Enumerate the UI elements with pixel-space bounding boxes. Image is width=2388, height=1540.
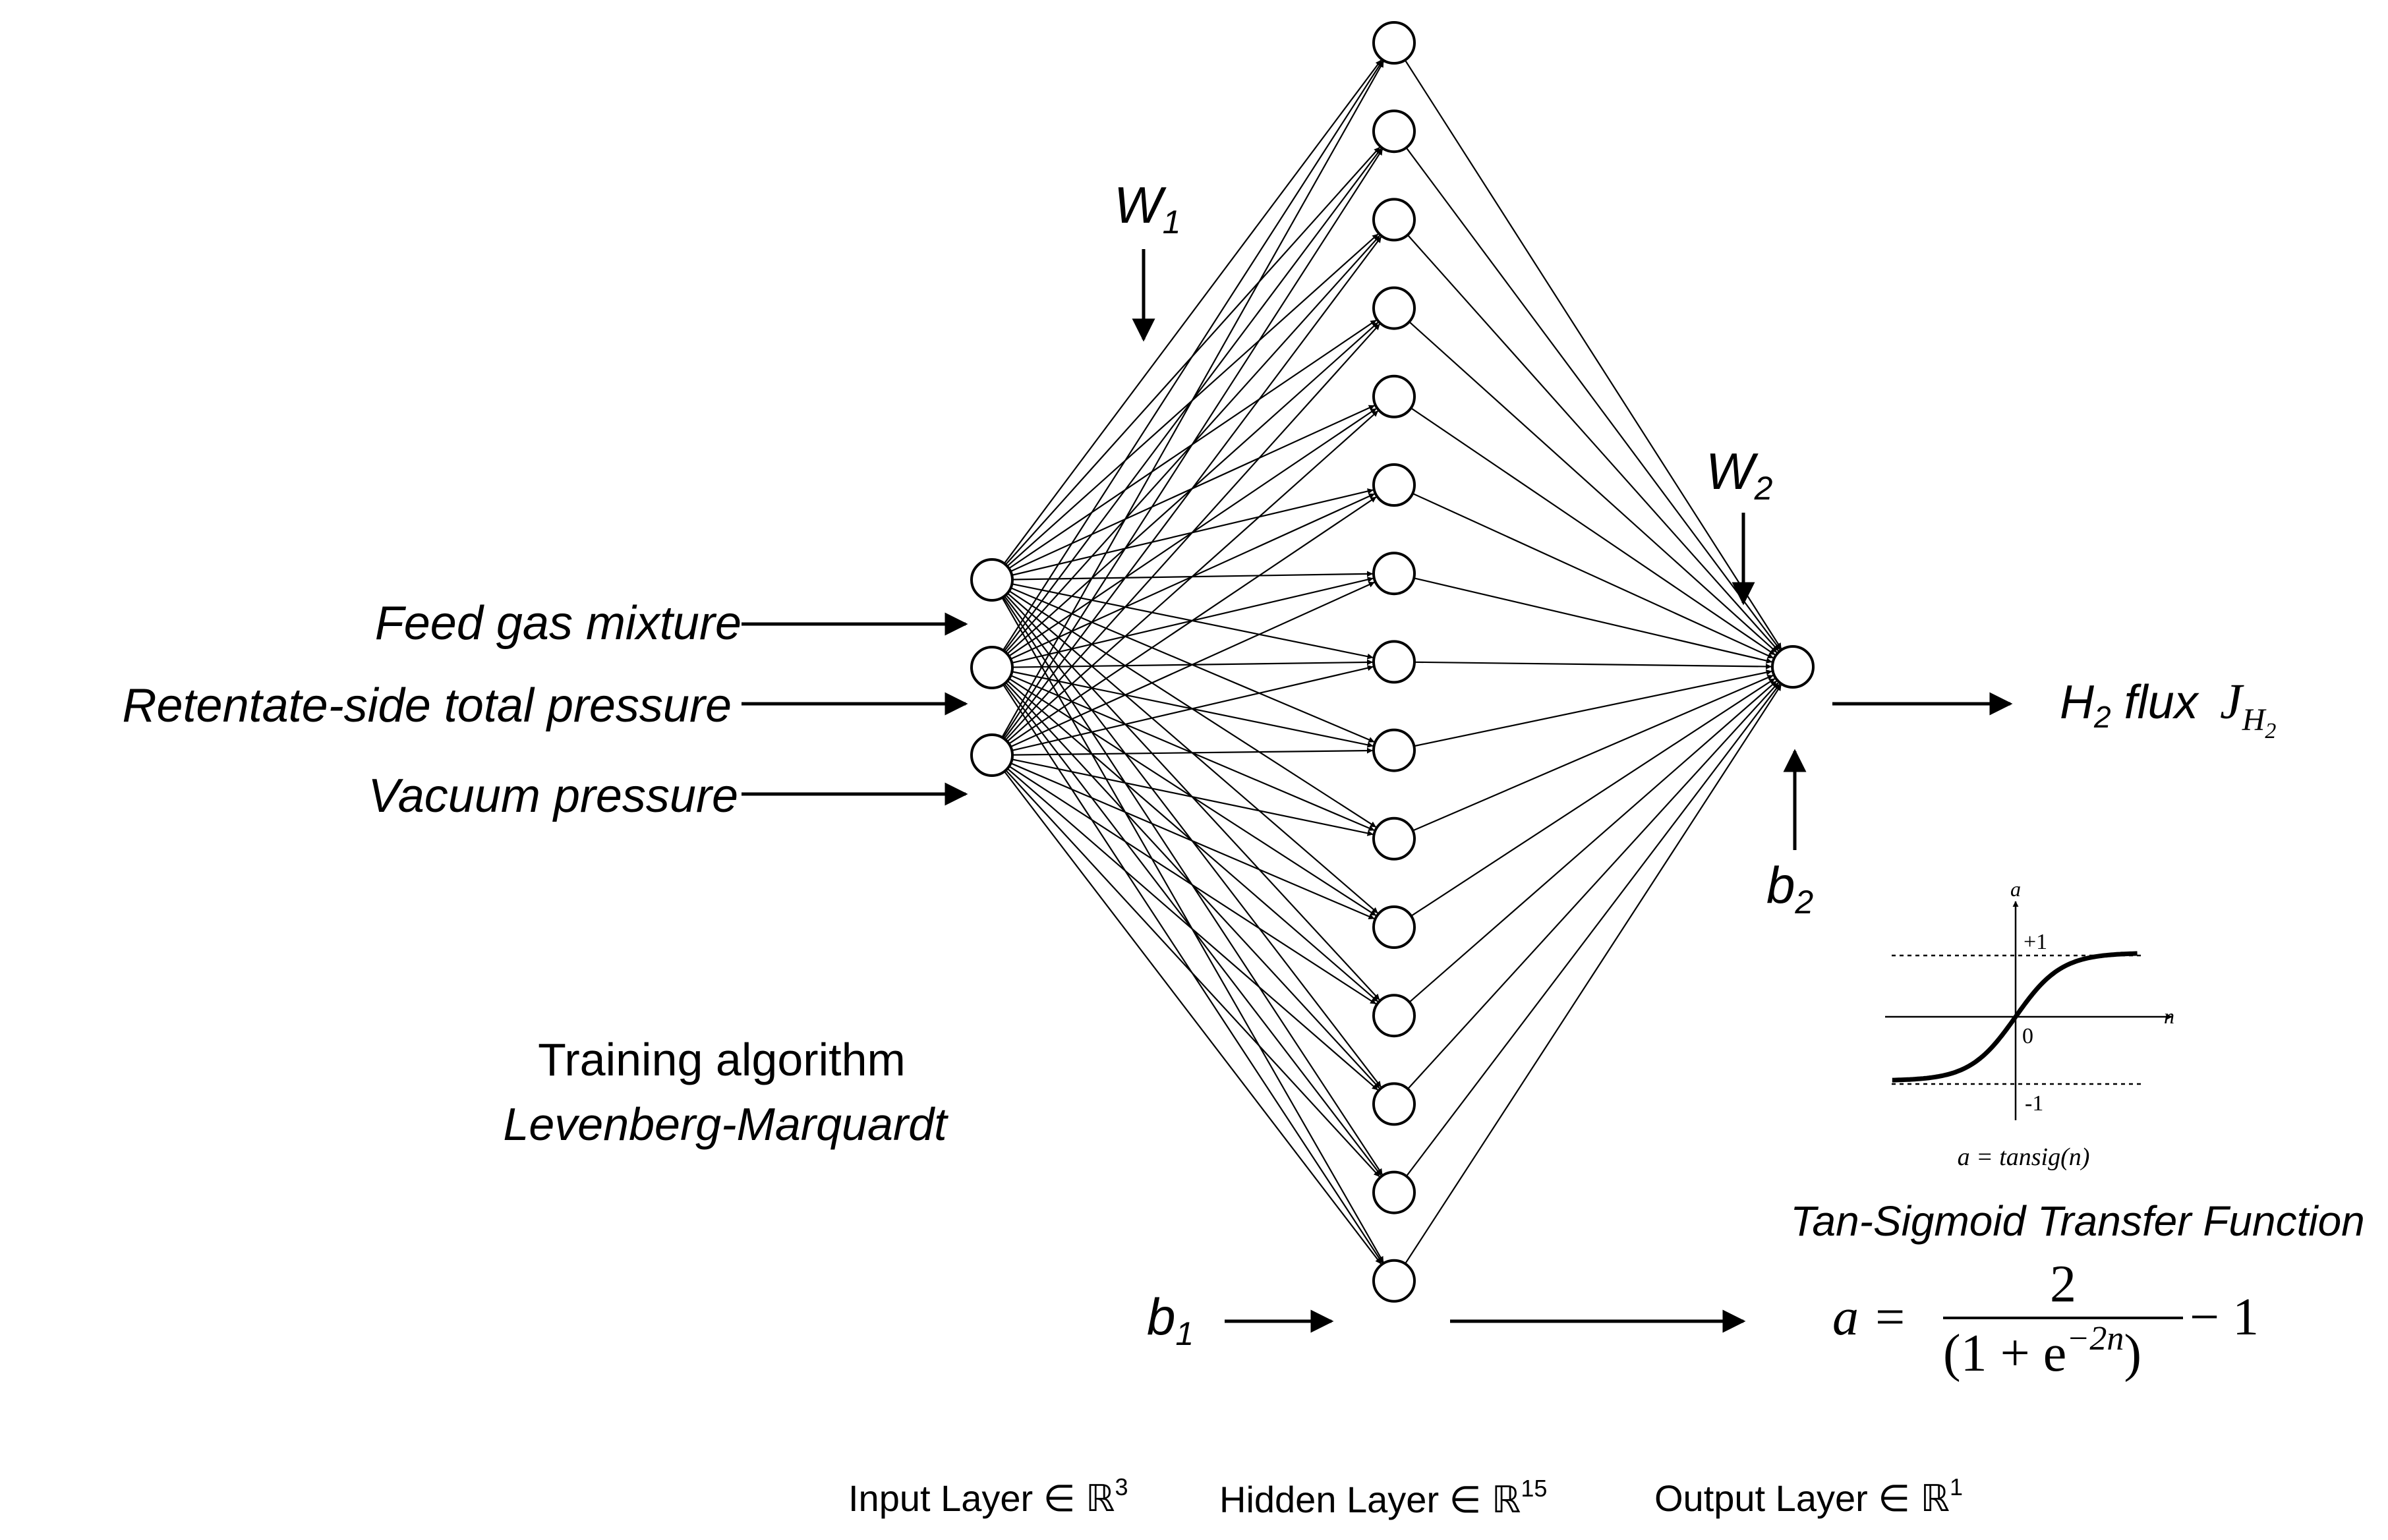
formula-denominator: (1 + e−2n) bbox=[1943, 1320, 2141, 1383]
connection-input-3-hidden-7 bbox=[1010, 581, 1375, 748]
hidden-node-6 bbox=[1372, 463, 1416, 507]
hidden-node-7 bbox=[1372, 552, 1416, 596]
hidden-node-8 bbox=[1372, 640, 1416, 684]
hidden-node-12 bbox=[1372, 994, 1416, 1038]
connection-input-1-hidden-1 bbox=[1003, 59, 1382, 564]
input-label-retentate-pressure: Retentate-side total pressure bbox=[122, 679, 732, 732]
connection-hidden-6-output-1 bbox=[1412, 492, 1774, 659]
transfer-function-title: Tan-Sigmoid Transfer Function bbox=[1790, 1197, 2365, 1245]
connection-input-3-hidden-10 bbox=[1012, 758, 1374, 836]
connection-hidden-3-output-1 bbox=[1407, 234, 1779, 652]
output-label: H2 flux bbox=[2060, 676, 2200, 734]
hidden-node-14 bbox=[1372, 1170, 1416, 1214]
weight-w2-label: W2 bbox=[1706, 442, 1773, 507]
connection-input-3-hidden-9 bbox=[1012, 747, 1373, 756]
connection-input-3-hidden-11 bbox=[1010, 762, 1375, 920]
connection-hidden-10-output-1 bbox=[1412, 675, 1774, 832]
hidden-node-5 bbox=[1372, 374, 1416, 418]
training-title: Training algorithm bbox=[538, 1034, 906, 1085]
bias-b1-label: b1 bbox=[1147, 1288, 1194, 1352]
formula-numerator: 2 bbox=[2050, 1255, 2076, 1313]
connection-hidden-5-output-1 bbox=[1411, 407, 1776, 656]
connection-input-3-hidden-4 bbox=[1005, 324, 1380, 741]
input-node-2 bbox=[970, 646, 1014, 689]
connection-lines bbox=[1001, 59, 1782, 1265]
connection-input-3-hidden-15 bbox=[1003, 770, 1382, 1265]
hidden-node-13 bbox=[1372, 1082, 1416, 1126]
tansig-x-axis-label: n bbox=[2164, 1004, 2174, 1028]
formula-minus-one: − 1 bbox=[2190, 1288, 2259, 1346]
formula-lhs: a = bbox=[1832, 1288, 1907, 1346]
connection-hidden-11-output-1 bbox=[1411, 678, 1776, 917]
output-node-1 bbox=[1771, 645, 1815, 689]
training-algorithm-name: Levenberg-Marquardt bbox=[503, 1098, 948, 1150]
hidden-node-9 bbox=[1372, 728, 1416, 772]
connection-input-3-hidden-5 bbox=[1006, 410, 1379, 743]
connection-hidden-2-output-1 bbox=[1405, 147, 1781, 650]
connection-input-3-hidden-2 bbox=[1002, 149, 1383, 739]
connection-input-3-hidden-3 bbox=[1003, 237, 1382, 739]
connection-hidden-1-output-1 bbox=[1404, 59, 1782, 649]
hidden-node-15 bbox=[1372, 1259, 1416, 1303]
connection-hidden-15-output-1 bbox=[1404, 684, 1782, 1265]
connection-input-3-hidden-6 bbox=[1008, 496, 1377, 745]
output-flux-symbol: JH2 bbox=[2220, 674, 2276, 743]
transfer-formula: a = 2 (1 + e−2n) − 1 bbox=[1832, 1255, 2259, 1383]
weight-w1-label: W1 bbox=[1114, 176, 1180, 241]
connection-input-3-hidden-8 bbox=[1011, 665, 1374, 752]
connection-input-3-hidden-12 bbox=[1008, 765, 1377, 1005]
connection-hidden-12-output-1 bbox=[1409, 680, 1777, 1003]
bias-b2-label: b2 bbox=[1766, 856, 1813, 921]
tansig-curve bbox=[1892, 951, 2138, 1083]
connection-hidden-4-output-1 bbox=[1409, 321, 1778, 653]
tansig-y-axis-label: a bbox=[2010, 877, 2021, 901]
tansig-plot: a n +1 -1 0 a = tansig(n) bbox=[1885, 877, 2174, 1171]
connection-input-2-hidden-1 bbox=[1002, 60, 1383, 651]
tansig-zero-label: 0 bbox=[2022, 1024, 2033, 1048]
hidden-node-1 bbox=[1372, 21, 1416, 65]
hidden-node-4 bbox=[1372, 286, 1416, 330]
connection-input-3-hidden-13 bbox=[1006, 768, 1378, 1091]
connection-hidden-9-output-1 bbox=[1414, 670, 1772, 747]
network-nodes bbox=[970, 21, 1815, 1303]
hidden-node-2 bbox=[1372, 109, 1416, 154]
input-layer-label: Input Layer ∈ ℝ3 bbox=[848, 1473, 1128, 1519]
hidden-node-3 bbox=[1372, 198, 1416, 242]
hidden-layer-label: Hidden Layer ∈ ℝ15 bbox=[1219, 1475, 1547, 1520]
connection-input-3-hidden-14 bbox=[1005, 770, 1380, 1178]
hidden-node-10 bbox=[1372, 816, 1416, 861]
tansig-plus-one-label: +1 bbox=[2024, 930, 2047, 954]
connection-input-3-hidden-1 bbox=[1001, 61, 1384, 738]
output-layer-label: Output Layer ∈ ℝ1 bbox=[1654, 1473, 1963, 1519]
input-label-vacuum-pressure: Vacuum pressure bbox=[368, 770, 738, 822]
connection-hidden-13-output-1 bbox=[1407, 682, 1779, 1090]
connection-hidden-14-output-1 bbox=[1405, 683, 1780, 1177]
hidden-node-11 bbox=[1372, 905, 1416, 949]
input-node-3 bbox=[970, 733, 1014, 777]
tansig-minus-one-label: -1 bbox=[2025, 1091, 2043, 1116]
input-label-feed-gas: Feed gas mixture bbox=[375, 597, 742, 650]
tansig-caption: a = tansig(n) bbox=[1958, 1143, 2090, 1171]
connection-hidden-8-output-1 bbox=[1414, 661, 1772, 670]
connection-hidden-7-output-1 bbox=[1413, 577, 1772, 664]
input-node-1 bbox=[970, 558, 1014, 602]
